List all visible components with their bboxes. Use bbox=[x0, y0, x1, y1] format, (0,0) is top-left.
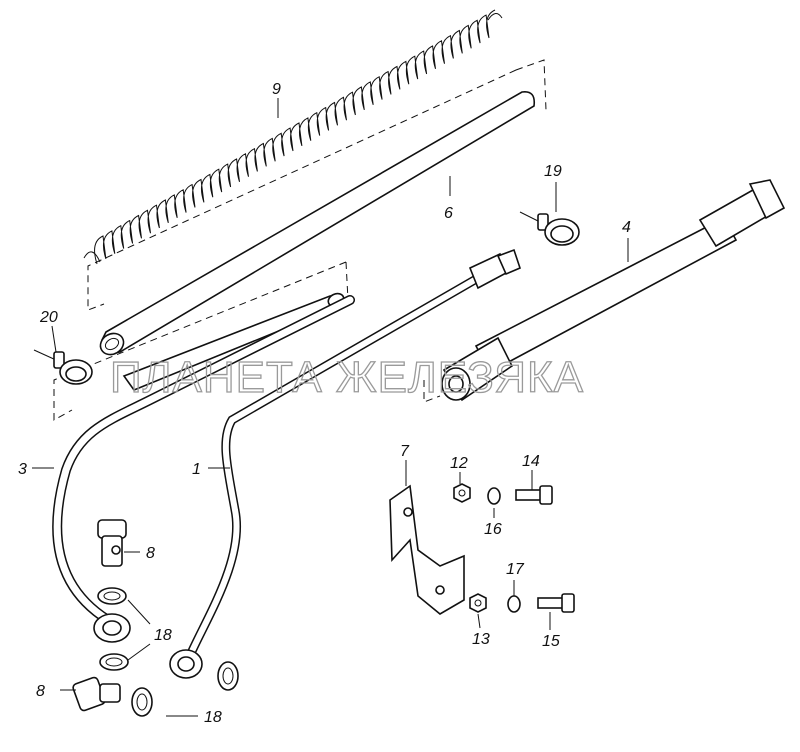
dashed-outline-lower bbox=[53, 261, 349, 421]
nut-part-13 bbox=[469, 593, 487, 613]
bent-pipe-part-3 bbox=[52, 295, 355, 643]
hose-clamp-part-19 bbox=[519, 211, 580, 246]
callout-9: 9 bbox=[272, 81, 281, 98]
callout-8-upper: 8 bbox=[146, 545, 155, 562]
sealing-washers-part-18 bbox=[97, 587, 239, 717]
bracket-part-7 bbox=[389, 484, 465, 615]
dashed-outline-upper bbox=[87, 59, 547, 311]
hose-part-4 bbox=[441, 179, 786, 402]
washer-part-17 bbox=[507, 595, 521, 613]
callout-3: 3 bbox=[18, 461, 27, 478]
callout-19: 19 bbox=[544, 163, 562, 180]
watermark-text: ПЛАНЕТА ЖЕЛЕЗЯКА bbox=[110, 353, 584, 402]
callout-6: 6 bbox=[444, 205, 453, 222]
callout-15: 15 bbox=[542, 633, 560, 650]
callout-13: 13 bbox=[472, 631, 490, 648]
hose-clamp-part-20 bbox=[33, 349, 93, 385]
callout-18-lower: 18 bbox=[204, 709, 222, 726]
pipe-part-1 bbox=[169, 248, 521, 679]
washer-part-16 bbox=[487, 487, 501, 505]
callout-20: 20 bbox=[39, 309, 58, 326]
callout-18-upper: 18 bbox=[154, 627, 172, 644]
callout-16: 16 bbox=[484, 521, 502, 538]
callout-8-lower: 8 bbox=[36, 683, 45, 700]
protective-tube-part-6 bbox=[99, 90, 536, 356]
callout-12: 12 bbox=[450, 455, 468, 472]
bolt-part-15 bbox=[537, 593, 575, 613]
nut-part-12 bbox=[453, 483, 471, 503]
callout-numbers: 9 6 19 4 20 3 1 8 18 8 18 7 12 14 16 17 … bbox=[18, 81, 631, 726]
callout-17: 17 bbox=[506, 561, 525, 578]
bolt-part-14 bbox=[515, 485, 553, 505]
callout-14: 14 bbox=[522, 453, 540, 470]
callout-4: 4 bbox=[622, 219, 631, 236]
banjo-bolt-part-8-upper bbox=[97, 519, 127, 567]
callout-1: 1 bbox=[192, 461, 201, 478]
coil-spring-part-9 bbox=[83, 9, 503, 265]
leader-lines bbox=[32, 98, 629, 717]
banjo-bolt-part-8-lower bbox=[72, 676, 121, 712]
callout-7: 7 bbox=[400, 443, 410, 460]
